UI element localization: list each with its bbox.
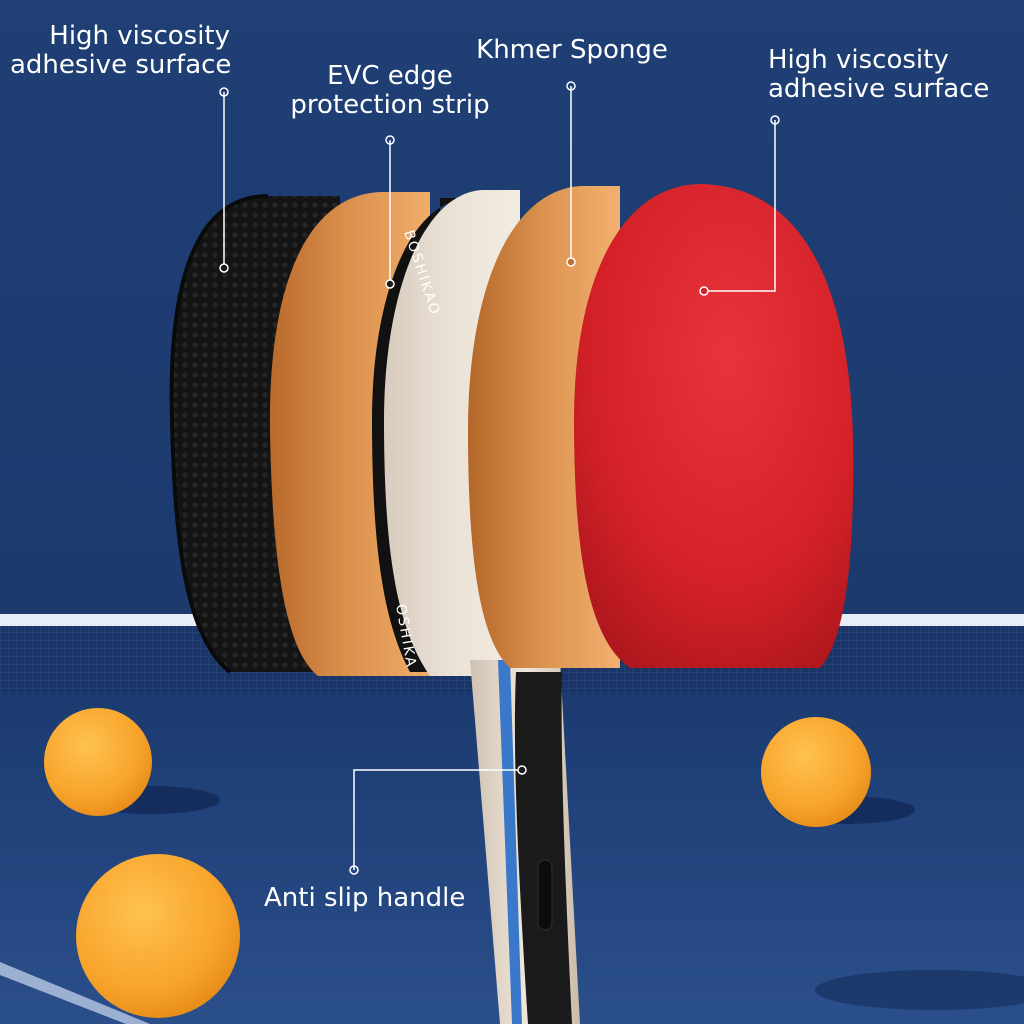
callout-right-adhesive-line2: adhesive surface [768, 74, 990, 104]
callout-sponge-text: Khmer Sponge [476, 35, 668, 65]
callout-evc-edge-line1: EVC edge [327, 61, 453, 91]
ping-pong-ball [44, 708, 152, 816]
callout-left-adhesive: High viscosity adhesive surface [10, 21, 232, 80]
ping-pong-ball [761, 717, 871, 827]
callout-dots [219, 81, 780, 875]
callout-right-adhesive: High viscosity adhesive surface [768, 46, 1008, 104]
ball-shadow [815, 970, 1024, 1010]
table-white-line [0, 962, 150, 1024]
red-rubber-layer [574, 184, 854, 668]
callout-right-adhesive-line1: High viscosity [768, 45, 949, 75]
callout-left-adhesive-line1: High viscosity [49, 21, 230, 51]
callout-evc-edge: EVC edge protection strip [280, 62, 500, 120]
ping-pong-ball [76, 854, 240, 1018]
paddle-handle [470, 660, 580, 1024]
callout-sponge: Khmer Sponge [462, 36, 682, 65]
callout-lines [223, 86, 776, 870]
callout-left-adhesive-line2: adhesive surface [10, 50, 232, 80]
callout-handle-text: Anti slip handle [264, 883, 466, 913]
callout-evc-edge-line2: protection strip [290, 90, 490, 120]
callout-handle: Anti slip handle [264, 884, 504, 913]
